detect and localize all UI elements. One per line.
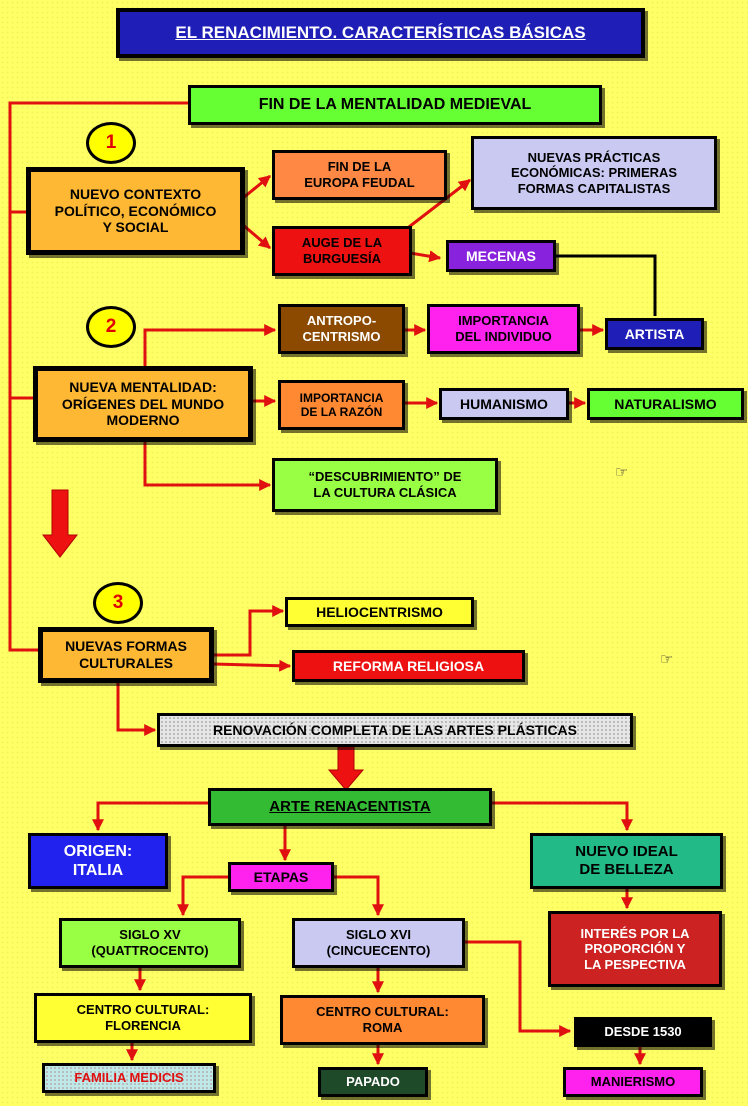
antropocentrismo-label: ANTROPO- CENTRISMO <box>302 313 381 344</box>
nuevo-contexto-label: NUEVO CONTEXTO POLÍTICO, ECONÓMICO Y SOC… <box>54 185 217 236</box>
heliocentrismo-box: HELIOCENTRISMO <box>285 597 474 627</box>
naturalismo-box: NATURALISMO <box>587 388 744 420</box>
step-1-label: 1 <box>105 132 117 153</box>
nuevas-formas-box: NUEVAS FORMAS CULTURALES <box>38 627 214 683</box>
nuevas-practicas-box: NUEVAS PRÁCTICAS ECONÓMICAS: PRIMERAS FO… <box>471 136 717 210</box>
siglo-xvi-label: SIGLO XVI (CINCUECENTO) <box>326 927 431 958</box>
familia-medicis-label: FAMILIA MEDICIS <box>74 1070 184 1086</box>
renovacion-box: RENOVACIÓN COMPLETA DE LAS ARTES PLÁSTIC… <box>157 713 633 747</box>
siglo-xv-label: SIGLO XV (QUATTROCENTO) <box>91 927 209 958</box>
formas-to-renovacion <box>116 683 157 736</box>
etapas-to-xv <box>177 875 228 917</box>
nuevas-formas-label: NUEVAS FORMAS CULTURALES <box>65 638 187 671</box>
pointing-hand-icon: ☞ <box>660 651 674 668</box>
xvi-to-desde-1530 <box>465 940 572 1037</box>
nuevo-contexto-box: NUEVO CONTEXTO POLÍTICO, ECONÓMICO Y SOC… <box>26 167 245 255</box>
mecenas-box: MECENAS <box>446 240 556 272</box>
desde-1530-box: DESDE 1530 <box>574 1017 712 1047</box>
mecenas-to-artista <box>555 254 657 316</box>
centro-florencia-box: CENTRO CULTURAL: FLORENCIA <box>34 993 252 1043</box>
desde-1530-label: DESDE 1530 <box>604 1024 682 1040</box>
reforma-religiosa-box: REFORMA RELIGIOSA <box>292 650 525 682</box>
siglo-xvi-box: SIGLO XVI (CINCUECENTO) <box>292 918 465 968</box>
artista-label: ARTISTA <box>624 325 685 342</box>
nuevo-ideal-box: NUEVO IDEAL DE BELLEZA <box>530 833 723 889</box>
formas-to-reforma <box>212 659 292 672</box>
fin-mentalidad-medieval-box: FIN DE LA MENTALIDAD MEDIEVAL <box>188 85 602 125</box>
interes-proporcion-label: INTERÉS POR LA PROPORCIÓN Y LA PESPECTIV… <box>580 925 690 972</box>
siglo-xv-box: SIGLO XV (QUATTROCENTO) <box>59 918 241 968</box>
centro-roma-box: CENTRO CULTURAL: ROMA <box>280 995 485 1045</box>
origen-italia-label: ORIGEN: ITALIA <box>63 842 133 879</box>
step-3-circle: 3 <box>93 582 143 624</box>
mentalidad-to-descubrimiento <box>143 440 272 491</box>
importancia-individuo-label: IMPORTANCIA DEL INDIVIDUO <box>455 313 552 344</box>
humanismo-label: HUMANISMO <box>460 395 548 412</box>
importancia-razon-box: IMPORTANCIA DE LA RAZÓN <box>278 380 405 430</box>
importancia-razon-label: IMPORTANCIA DE LA RAZÓN <box>299 390 384 419</box>
centro-roma-label: CENTRO CULTURAL: ROMA <box>316 1004 449 1035</box>
manierismo-box: MANIERISMO <box>563 1067 703 1097</box>
fin-mentalidad-medieval-label: FIN DE LA MENTALIDAD MEDIEVAL <box>258 96 532 114</box>
fin-europa-feudal-box: FIN DE LA EUROPA FEUDAL <box>272 150 447 200</box>
reforma-religiosa-label: REFORMA RELIGIOSA <box>332 657 485 674</box>
contexto-to-burguesia <box>242 223 271 250</box>
familia-medicis-box: FAMILIA MEDICIS <box>42 1063 216 1093</box>
interes-proporcion-box: INTERÉS POR LA PROPORCIÓN Y LA PESPECTIV… <box>548 911 722 987</box>
importancia-individuo-box: IMPORTANCIA DEL INDIVIDUO <box>427 304 580 354</box>
arte-renacentista-box: ARTE RENACENTISTA <box>208 788 492 826</box>
origen-italia-box: ORIGEN: ITALIA <box>28 833 168 889</box>
spine-connector <box>8 101 190 652</box>
step-2-label: 2 <box>105 316 117 337</box>
big-down-arrow-1 <box>41 489 79 558</box>
mecenas-label: MECENAS <box>465 247 536 264</box>
arte-renacentista-label: ARTE RENACENTISTA <box>269 798 431 815</box>
papado-label: PAPADO <box>346 1074 400 1090</box>
centro-florencia-label: CENTRO CULTURAL: FLORENCIA <box>76 1002 210 1033</box>
pointing-hand-icon: ☞ <box>615 464 629 481</box>
contexto-to-fin-europa <box>242 174 271 200</box>
fin-europa-feudal-label: FIN DE LA EUROPA FEUDAL <box>304 159 415 190</box>
etapas-box: ETAPAS <box>228 862 334 892</box>
artista-box: ARTISTA <box>605 318 704 350</box>
antropocentrismo-box: ANTROPO- CENTRISMO <box>278 304 405 354</box>
nuevas-practicas-label: NUEVAS PRÁCTICAS ECONÓMICAS: PRIMERAS FO… <box>510 149 678 196</box>
humanismo-box: HUMANISMO <box>439 388 569 420</box>
nueva-mentalidad-box: NUEVA MENTALIDAD: ORÍGENES DEL MUNDO MOD… <box>33 366 253 442</box>
step-1-circle: 1 <box>86 122 136 164</box>
nuevo-ideal-label: NUEVO IDEAL DE BELLEZA <box>575 843 678 878</box>
page-title: EL RENACIMIENTO. CARACTERÍSTICAS BÁSICAS <box>116 8 645 58</box>
etapas-label: ETAPAS <box>253 868 309 885</box>
renovacion-label: RENOVACIÓN COMPLETA DE LAS ARTES PLÁSTIC… <box>212 721 577 738</box>
step-2-circle: 2 <box>86 306 136 348</box>
arte-to-ideal <box>492 801 633 832</box>
page-title-text: EL RENACIMIENTO. CARACTERÍSTICAS BÁSICAS <box>175 22 586 42</box>
manierismo-label: MANIERISMO <box>590 1074 676 1090</box>
descubrimiento-label: “DESCUBRIMIENTO” DE LA CULTURA CLÁSICA <box>308 469 462 500</box>
naturalismo-label: NATURALISMO <box>614 395 717 412</box>
auge-burguesia-label: AUGE DE LA BURGUESÍA <box>301 235 383 266</box>
descubrimiento-box: “DESCUBRIMIENTO” DE LA CULTURA CLÁSICA <box>272 458 498 512</box>
auge-burguesia-box: AUGE DE LA BURGUESÍA <box>272 226 412 276</box>
big-down-arrow-2 <box>327 745 365 791</box>
arte-to-origen <box>92 801 208 832</box>
nueva-mentalidad-label: NUEVA MENTALIDAD: ORÍGENES DEL MUNDO MOD… <box>61 378 225 429</box>
step-3-label: 3 <box>112 592 124 613</box>
papado-box: PAPADO <box>318 1067 428 1097</box>
formas-to-helio <box>213 605 285 657</box>
etapas-to-xvi <box>332 875 384 917</box>
mentalidad-to-antropo <box>143 324 277 368</box>
heliocentrismo-label: HELIOCENTRISMO <box>316 603 443 620</box>
